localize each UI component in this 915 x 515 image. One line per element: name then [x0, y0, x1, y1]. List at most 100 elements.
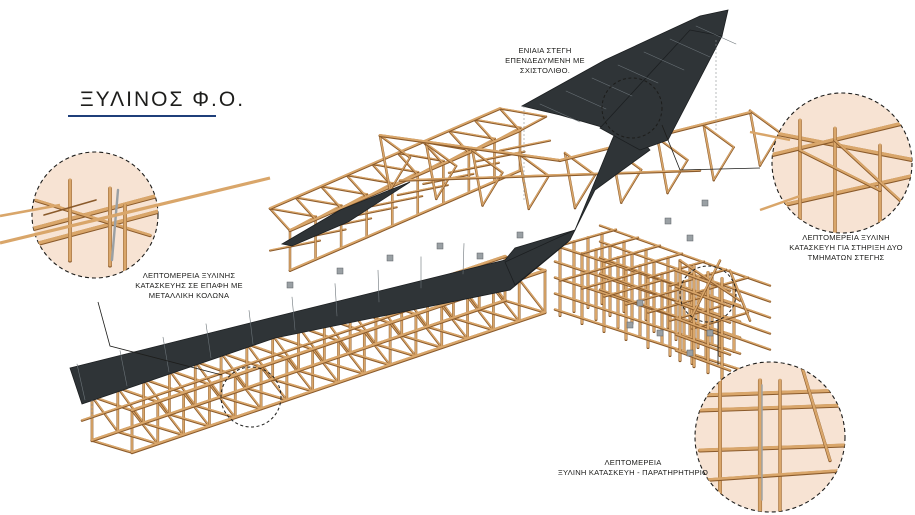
detail-column-circle: [31, 151, 159, 279]
label-column-detail: ΛΕΠΤΟΜΕΡΕΙΑ ΞΥΛΙΝΗΣ ΚΑΤΑΣΚΕΥΗΣ ΣΕ ΕΠΑΦΗ …: [120, 271, 258, 301]
slate-roof: [69, 9, 729, 405]
roof-panel-seam: [334, 283, 338, 317]
timber-member: [478, 307, 520, 322]
timber-member: [519, 115, 547, 131]
timber-member: [559, 263, 617, 281]
footing-block: [636, 299, 644, 307]
label-support-line-3: ΤΜΗΜΑΤΩΝ ΣΤΕΓΗΣ: [807, 253, 885, 262]
timber-member: [182, 391, 211, 427]
timber-member: [620, 168, 642, 203]
timber-member: [772, 128, 912, 162]
label-roof-line-2: ΕΠΕΝΔΕΔΥΜΕΝΗ ΜΕ: [505, 56, 585, 65]
timber-member: [564, 151, 576, 209]
metal-column: [110, 188, 120, 262]
footing-block: [286, 281, 294, 289]
footing-block: [516, 231, 524, 239]
timber-member: [220, 395, 262, 410]
footing-block: [476, 252, 484, 260]
timber-member: [389, 156, 411, 191]
wooden-frame-structure: [80, 107, 782, 455]
timber-member: [499, 107, 521, 131]
timber-member: [400, 334, 443, 348]
roof-panel-seam: [643, 51, 685, 71]
timber-member: [749, 109, 761, 166]
timber-member: [286, 356, 314, 392]
timber-member: [772, 173, 912, 212]
roof-panel-seam: [669, 38, 711, 58]
timber-member: [371, 162, 419, 173]
timber-member: [194, 404, 237, 418]
timber-member: [90, 298, 507, 442]
timber-member: [415, 313, 443, 348]
timber-brace: [43, 199, 97, 216]
timber-member: [647, 260, 705, 278]
timber-member: [345, 173, 368, 198]
timber-member: [698, 443, 845, 452]
timber-member: [702, 123, 715, 181]
timber-member: [499, 139, 551, 151]
timber-member: [729, 269, 751, 321]
timber-member: [698, 468, 845, 482]
timber-member: [435, 164, 457, 199]
timber-member: [504, 299, 546, 313]
timber-member: [564, 151, 596, 176]
timber-member: [379, 134, 411, 158]
footing-block: [664, 217, 672, 225]
timber-member: [246, 386, 288, 401]
label-support-detail: ΛΕΠΤΟΜΕΡΕΙΑ ΞΥΛΙΝΗ ΚΑΤΑΣΚΕΥΗ ΓΙΑ ΣΤΗΡΙΞΗ…: [780, 233, 912, 263]
timber-member: [337, 339, 366, 374]
timber-member: [675, 333, 731, 355]
footing-block: [386, 254, 394, 262]
timber-member: [798, 362, 832, 462]
timber-member: [260, 365, 288, 401]
timber-member: [599, 224, 771, 286]
detail-support-circle: [771, 92, 913, 234]
timber-member: [574, 173, 596, 209]
label-column-line-2: ΚΑΤΑΣΚΕΥΗΣ ΣΕ ΕΠΑΦΗ ΜΕ: [135, 281, 243, 290]
label-observatory-line-1: ΛΕΠΤΟΜΕΡΕΙΑ: [604, 458, 662, 467]
timber-member: [117, 430, 159, 445]
timber-member: [528, 174, 550, 209]
timber-member: [599, 256, 771, 318]
timber-member: [323, 360, 366, 375]
roof-panel-seam: [291, 296, 296, 331]
roof-panel-lines: [76, 25, 737, 401]
timber-member: [799, 149, 881, 191]
timber-member: [269, 207, 291, 231]
timber-member: [91, 439, 133, 453]
timber-member: [675, 349, 731, 371]
timber-member: [363, 330, 391, 366]
timber-member: [473, 118, 522, 128]
roof-panel-seam: [565, 90, 607, 110]
timber-member: [698, 388, 845, 397]
timber-member: [425, 142, 457, 167]
timber-member: [294, 196, 343, 206]
timber-member: [297, 369, 340, 383]
timber-member: [131, 409, 159, 444]
timber-member: [130, 310, 547, 454]
timber-member: [399, 169, 701, 181]
timber-member: [471, 149, 504, 173]
timber-member: [749, 109, 781, 133]
reference-lines: [91, 40, 717, 420]
label-observatory-line-2: ΞΥΛΙΝΗ ΚΑΤΑΣΚΕΥΗ - ΠΑΡΑΤΗΡΗΤΗΡΙΟ: [557, 468, 709, 477]
timber-member: [375, 342, 417, 357]
roof-panel-seam: [248, 310, 254, 345]
timber-member: [289, 169, 521, 271]
timber-member: [157, 400, 185, 436]
timber-member: [425, 142, 438, 200]
timber-member: [492, 286, 520, 322]
detail-observatory-circle: [694, 361, 846, 513]
timber-member: [426, 325, 469, 340]
page-title: ΞΥΛΙΝΟΣ Φ.Ο.: [80, 88, 246, 111]
timber-member: [625, 252, 683, 270]
leader-lines: [97, 124, 761, 376]
roof-panel-seam: [377, 269, 380, 303]
timber-member: [581, 271, 639, 289]
footing-block: [701, 199, 709, 207]
timber-member: [379, 134, 561, 161]
timber-member: [625, 287, 683, 305]
timber-member: [713, 146, 735, 181]
timber-member: [208, 383, 236, 418]
timber-member: [441, 304, 469, 339]
